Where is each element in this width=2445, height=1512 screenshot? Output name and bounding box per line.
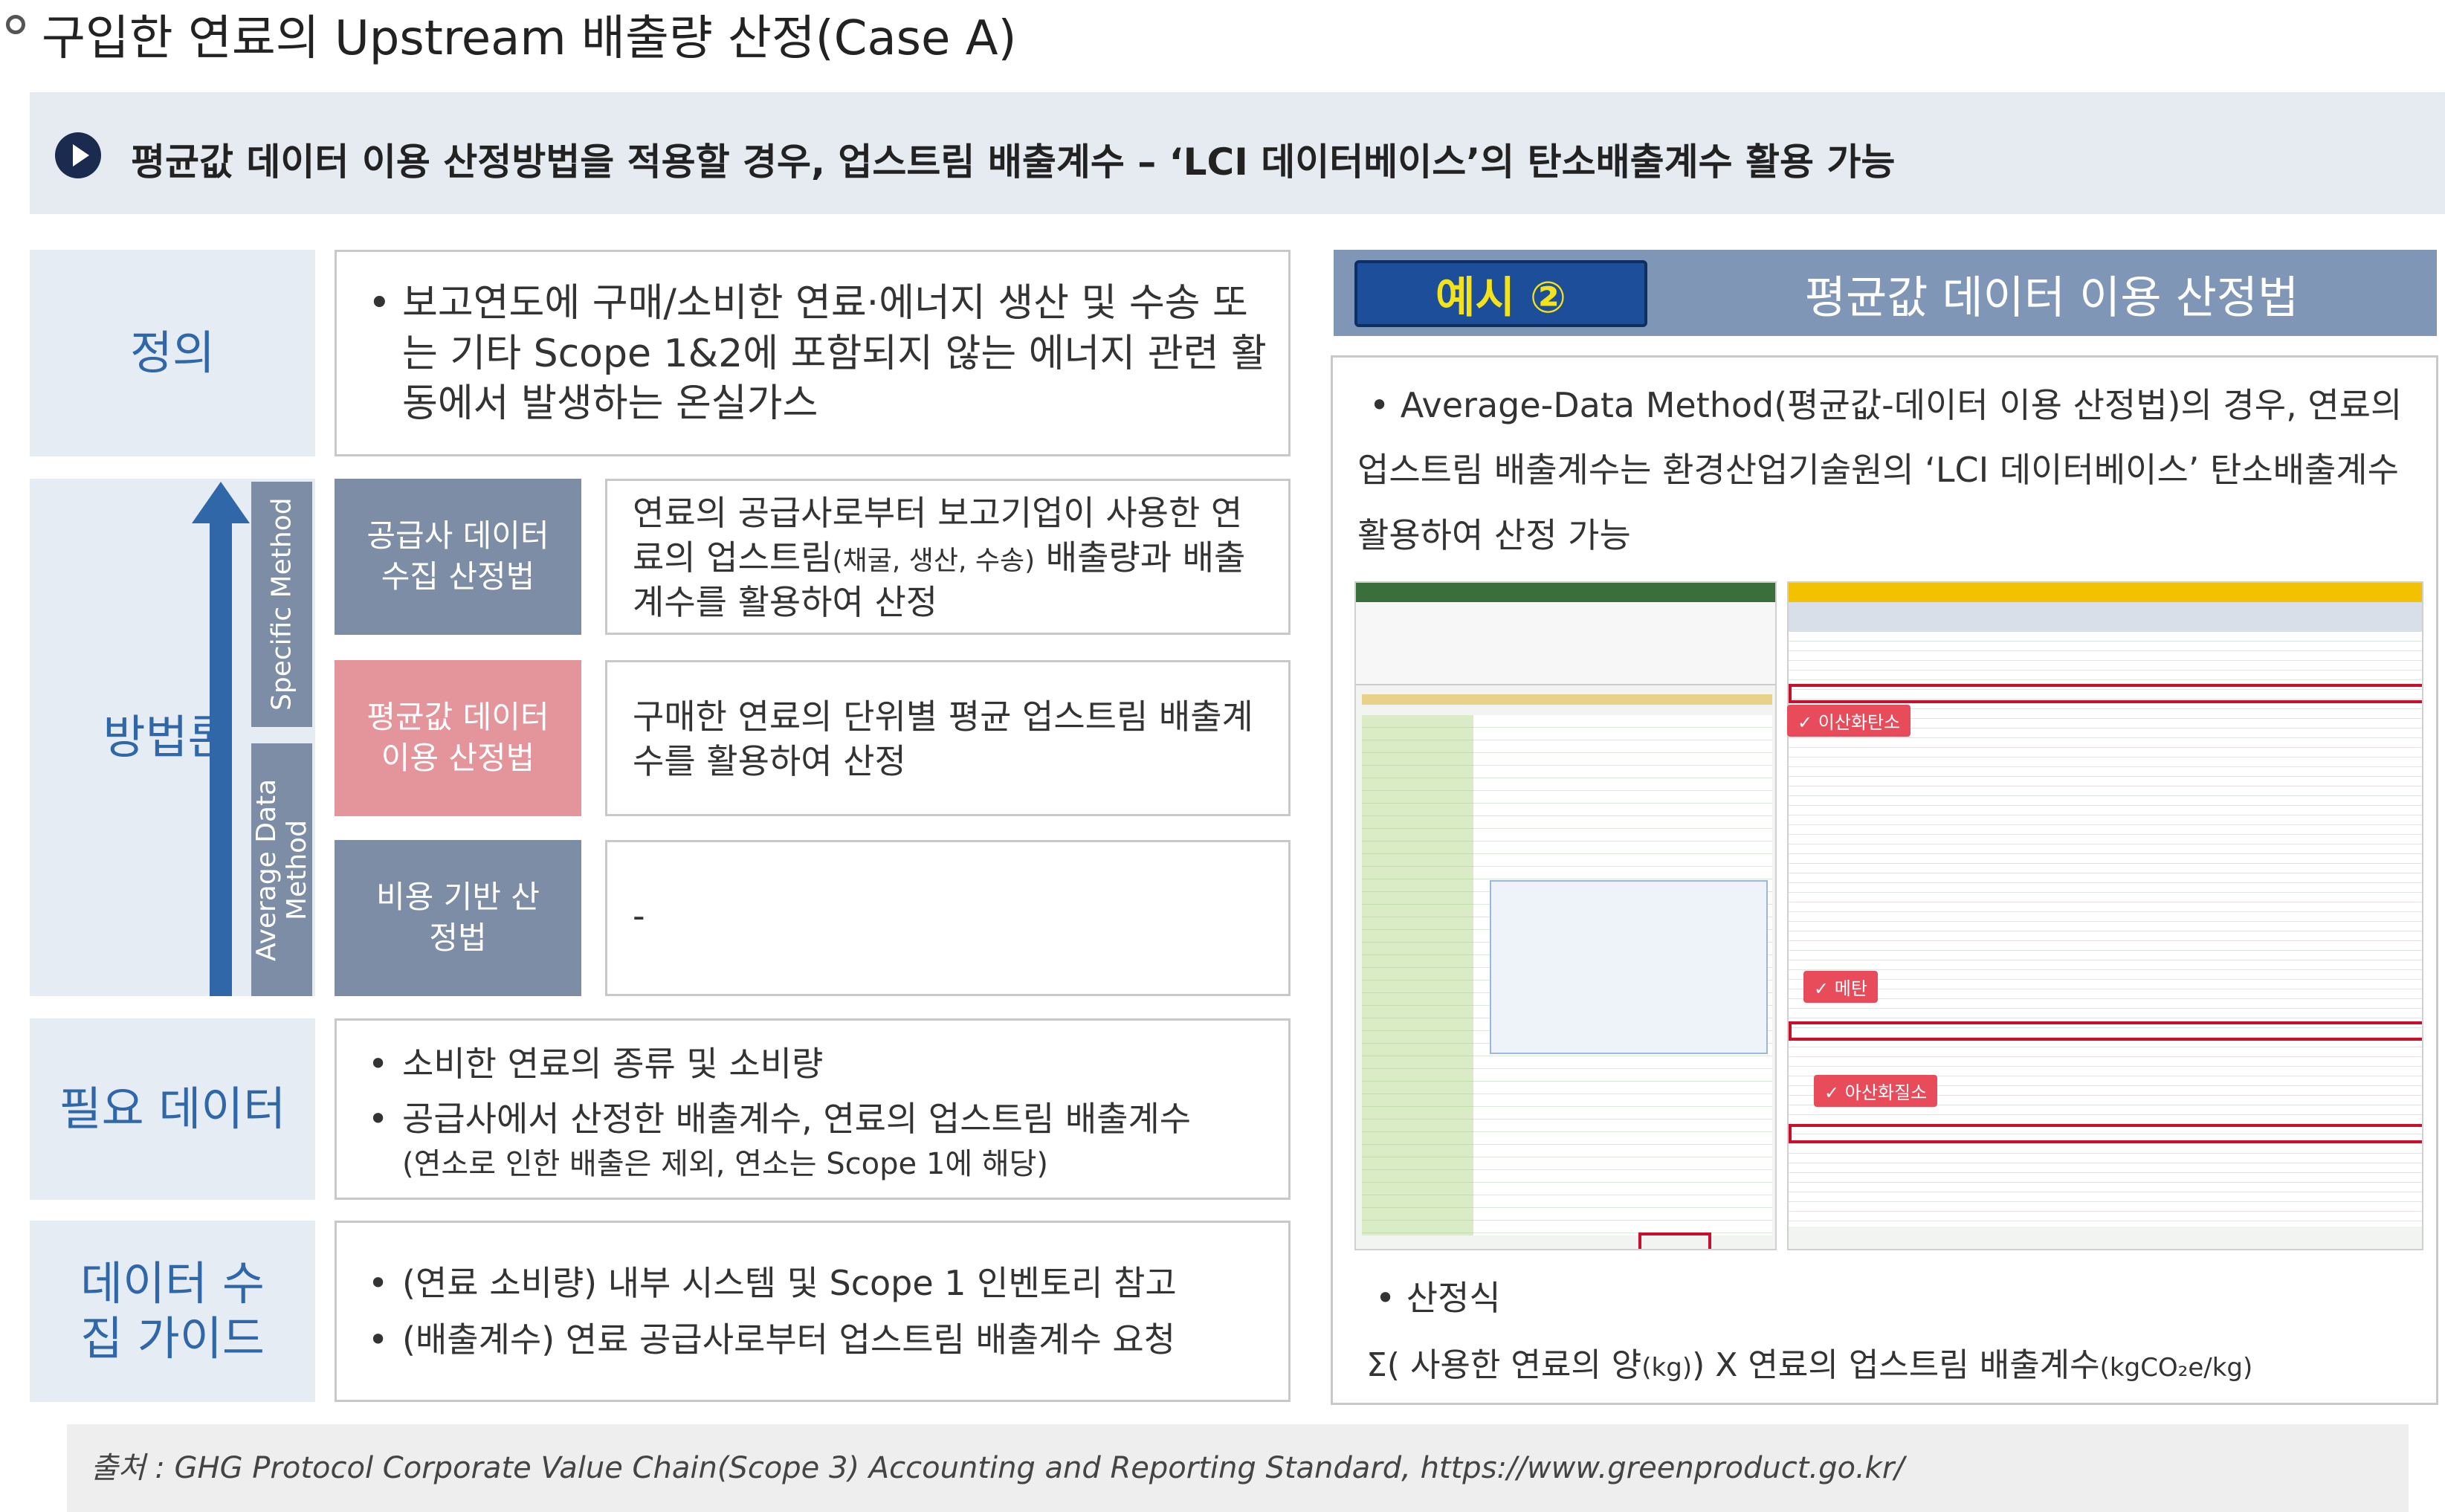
desc-part-1: 연료의 공급사로부터 보고기업이 사용한 연료의 업스트림 bbox=[633, 493, 1243, 578]
example-text: • Average-Data Method(평균값-데이터 이용 산정법)의 경… bbox=[1357, 373, 2428, 568]
play-circle-icon bbox=[55, 132, 101, 178]
method-spend-based-desc: - bbox=[633, 896, 645, 936]
guide-label: 데이터 수집 가이드 bbox=[30, 1221, 315, 1402]
arrow-up-icon bbox=[192, 482, 250, 523]
source-bar bbox=[67, 1424, 2409, 1512]
arrow-shaft bbox=[210, 520, 232, 996]
desc-part-2: 배출량과 배출계수를 활용하여 산정 bbox=[633, 537, 1246, 622]
method-average-data: 평균값 데이터 이용 산정법 bbox=[335, 660, 581, 816]
formula: Σ( 사용한 연료의 양(kg)) X 연료의 업스트림 배출계수(kgCO₂e… bbox=[1366, 1338, 2252, 1386]
formula-mid: ) X 연료의 업스트림 배출계수 bbox=[1692, 1346, 2100, 1384]
definition-box: 보고연도에 구매/소비한 연료·에너지 생산 및 수송 또는 기타 Scope … bbox=[335, 250, 1291, 456]
definition-text: 보고연도에 구매/소비한 연료·에너지 생산 및 수송 또는 기타 Scope … bbox=[355, 279, 1269, 430]
method-average-data-label: 평균값 데이터 이용 산정법 bbox=[366, 699, 549, 776]
ch4-tag: ✓ 메탄 bbox=[1803, 971, 1878, 1003]
formula-main: Σ( 사용한 연료의 양 bbox=[1366, 1346, 1642, 1384]
average-data-method-axis: Average Data Method bbox=[251, 743, 312, 996]
specific-method-axis: Specific Method bbox=[251, 482, 312, 727]
method-average-data-desc-box: 구매한 연료의 단위별 평균 업스트림 배출계수를 활용하여 산정 bbox=[605, 660, 1291, 816]
method-supplier-data: 공급사 데이터 수집 산정법 bbox=[335, 479, 581, 635]
example-bullet: • bbox=[1369, 385, 1401, 425]
title-bullet-icon bbox=[6, 15, 25, 34]
page-title: 구입한 연료의 Upstream 배출량 산정(Case A) bbox=[42, 11, 1017, 66]
method-supplier-data-desc: 연료의 공급사로부터 보고기업이 사용한 연료의 업스트림(채굴, 생산, 수송… bbox=[633, 491, 1272, 624]
summary-banner bbox=[30, 92, 2445, 214]
guide-item: (배출계수) 연료 공급사로부터 업스트림 배출계수 요청 bbox=[355, 1312, 1269, 1369]
method-average-data-desc: 구매한 연료의 단위별 평균 업스트림 배출계수를 활용하여 산정 bbox=[633, 697, 1253, 781]
lci-inout-sheet-screenshot bbox=[1787, 581, 2423, 1250]
guide-item: (연료 소비량) 내부 시스템 및 Scope 1 인벤토리 참고 bbox=[355, 1256, 1269, 1312]
required-data-item: 공급사에서 산정한 배출계수, 연료의 업스트림 배출계수 bbox=[355, 1092, 1269, 1147]
example-badge: 예시 ② bbox=[1354, 260, 1647, 327]
n2o-tag: ✓ 아산화질소 bbox=[1814, 1075, 1938, 1107]
source-text: 출처 : GHG Protocol Corporate Value Chain(… bbox=[91, 1451, 1905, 1485]
example-title: 평균값 데이터 이용 산정법 bbox=[1804, 271, 2299, 324]
method-supplier-data-label: 공급사 데이터 수집 산정법 bbox=[366, 517, 549, 595]
methodology-label-text: 방법론 bbox=[103, 709, 230, 764]
formula-unit-kg: (kg) bbox=[1641, 1353, 1693, 1383]
guide-label-text: 데이터 수집 가이드 bbox=[80, 1256, 265, 1366]
method-spend-based-label: 비용 기반 산정법 bbox=[376, 879, 540, 956]
example-description: Average-Data Method(평균값-데이터 이용 산정법)의 경우,… bbox=[1357, 385, 2403, 555]
desc-part-small: (채굴, 생산, 수송) bbox=[832, 545, 1036, 576]
required-data-label: 필요 데이터 bbox=[30, 1018, 315, 1200]
formula-unit-kgco2e: (kgCO₂e/kg) bbox=[2099, 1353, 2253, 1383]
co2-tag: ✓ 이산화탄소 bbox=[1787, 705, 1911, 737]
method-supplier-data-desc-box: 연료의 공급사로부터 보고기업이 사용한 연료의 업스트림(채굴, 생산, 수송… bbox=[605, 479, 1291, 635]
guide-box: (연료 소비량) 내부 시스템 및 Scope 1 인벤토리 참고 (배출계수)… bbox=[335, 1221, 1291, 1402]
method-spend-based-desc-box: - bbox=[605, 840, 1291, 996]
required-data-item: 소비한 연료의 종류 및 소비량 bbox=[355, 1037, 1269, 1092]
lci-process-sheet-screenshot bbox=[1354, 581, 1777, 1250]
formula-label: • 산정식 bbox=[1375, 1278, 1501, 1318]
method-spend-based: 비용 기반 산정법 bbox=[335, 840, 581, 996]
required-data-box: 소비한 연료의 종류 및 소비량 공급사에서 산정한 배출계수, 연료의 업스트… bbox=[335, 1018, 1291, 1200]
required-data-note: (연소로 인한 배출은 제외, 연소는 Scope 1에 해당) bbox=[402, 1147, 1049, 1181]
banner-text: 평균값 데이터 이용 산정방법을 적용할 경우, 업스트림 배출계수 – ‘LC… bbox=[131, 140, 1896, 184]
definition-label: 정의 bbox=[30, 250, 315, 456]
formula-label-text: 산정식 bbox=[1406, 1278, 1501, 1318]
